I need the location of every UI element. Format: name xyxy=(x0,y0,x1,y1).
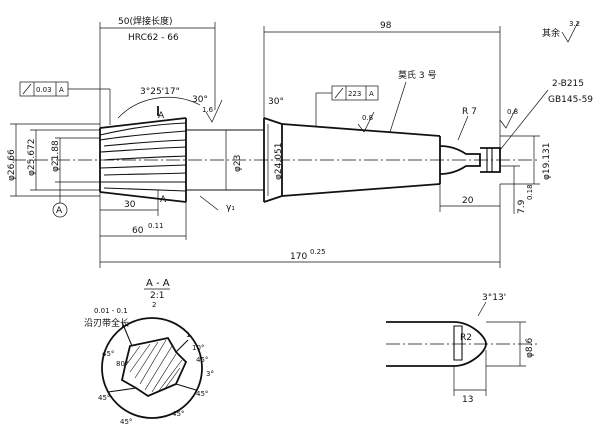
left-diameter-dims xyxy=(10,123,100,197)
roughness-08-b: 0.8 xyxy=(507,108,518,116)
tang-outline xyxy=(439,136,501,184)
other-roughness-value: 3.2 xyxy=(569,20,580,28)
section-angle-80: 80° xyxy=(116,360,128,368)
detail-view: 3°13' R2 φ8.6 13 xyxy=(386,293,540,405)
datum-circle xyxy=(52,202,68,218)
hardness: HRC62 - 66 xyxy=(128,33,179,43)
section-angle-45-a: 45° xyxy=(102,350,114,358)
other-roughness-label: 其余 xyxy=(542,27,560,39)
section-mark-a-top: A xyxy=(158,111,165,121)
angle-30-left: 30° xyxy=(192,95,208,105)
dim-7-9: 7.9 xyxy=(517,199,527,214)
neck-outline xyxy=(186,129,264,191)
section-mark-a-bot: A xyxy=(160,195,167,205)
detail-phi-8-6: φ8.6 xyxy=(525,337,535,358)
helix-angle: 3°25'17" xyxy=(140,87,180,97)
section-outer-circle xyxy=(101,317,203,419)
roughness-symbol-16 xyxy=(205,99,223,123)
section-view: A - A 2:1 0.01 - 0.1 2 沿刃带全长 80° 45° 45°… xyxy=(84,278,214,426)
section-angle-10: 10° xyxy=(192,344,204,352)
dim-170: 170 xyxy=(290,252,307,262)
gamma-label: γ₁ xyxy=(226,203,235,213)
tol-left-value: 0.03 xyxy=(36,86,52,94)
section-dim-1: 1 xyxy=(186,331,190,339)
dim-phi-23: φ23 xyxy=(233,155,243,172)
roughness-symbol-other xyxy=(561,21,579,43)
dim-phi-19-131: φ19.131 xyxy=(542,143,552,180)
tol-frame-left xyxy=(19,81,111,125)
roughness-16: 1.6 xyxy=(202,106,214,114)
main-view: φ26.66 φ25.672 φ21.88 A φ23 φ24.051 φ19.… xyxy=(7,15,593,268)
dim-170-tol: 0.25 xyxy=(310,248,326,256)
angle-30-mid: 30° xyxy=(268,97,284,107)
collar-outline xyxy=(263,117,283,203)
detail-hole xyxy=(453,325,463,361)
detail-angle: 3°13' xyxy=(482,293,506,303)
section-angle-45-e: 45° xyxy=(196,356,208,364)
center-hole-std: GB145-59 xyxy=(548,95,593,105)
top-dims xyxy=(99,22,501,148)
dim-phi-24-051: φ24.051 xyxy=(274,143,284,180)
radius-r7: R 7 xyxy=(462,107,477,117)
section-angle-3: 3° xyxy=(206,370,214,378)
detail-angle-leader xyxy=(477,301,487,317)
gamma-leader xyxy=(199,195,219,211)
roughness-symbol-08a xyxy=(357,111,375,133)
tol-left-datum: A xyxy=(59,86,64,94)
dim-20: 20 xyxy=(462,196,474,206)
section-tol-text: 0.01 - 0.1 xyxy=(94,307,128,315)
cutting-part-outline xyxy=(99,117,187,203)
dim-60: 60 xyxy=(132,226,144,236)
section-angle-45-d: 45° xyxy=(172,410,184,418)
section-angle-45-f: 45° xyxy=(196,390,208,398)
section-angle-45-b: 45° xyxy=(98,394,110,402)
helical-flutes xyxy=(99,122,187,192)
taper-leader xyxy=(389,81,407,133)
center-hole: 2-B215 xyxy=(552,79,584,89)
dim-30: 30 xyxy=(124,200,136,210)
section-core xyxy=(120,336,188,398)
dim-phi-26-66: φ26.66 xyxy=(7,149,17,181)
datum-circle-label: A xyxy=(56,206,63,216)
taper-label: 莫氏 3 号 xyxy=(398,69,436,81)
helix-arc xyxy=(117,96,201,119)
section-scale: 2:1 xyxy=(150,291,164,301)
roughness-symbol-08b xyxy=(499,107,517,129)
taper-shank-outline xyxy=(281,123,441,197)
section-dim-2: 2 xyxy=(152,301,156,309)
dim-phi-21-88: φ21.88 xyxy=(51,140,61,172)
section-title: A - A xyxy=(146,278,170,289)
r7-leader xyxy=(457,115,469,141)
section-note: 沿刃带全长 xyxy=(84,317,129,329)
dim-60-tol: 0.11 xyxy=(148,222,164,230)
tol-frame-mid xyxy=(315,85,379,126)
section-tooth-lands xyxy=(107,321,197,393)
detail-radius: R2 xyxy=(460,333,472,343)
tol-mid-datum: A xyxy=(369,90,374,98)
section-angle-45-c: 45° xyxy=(120,418,132,426)
detail-dim-13: 13 xyxy=(462,395,473,405)
tol-mid-value: 223 xyxy=(348,90,361,98)
center-hole-leader xyxy=(499,89,549,151)
dim-phi-25-672: φ25.672 xyxy=(27,139,37,176)
bottom-dims xyxy=(99,184,501,268)
roughness-08-a: 0.8 xyxy=(362,114,373,122)
dim-7-9-tol: 0.18 xyxy=(526,184,534,200)
length-98: 98 xyxy=(380,21,392,31)
weld-length: 50(焊接长度) xyxy=(118,15,172,27)
